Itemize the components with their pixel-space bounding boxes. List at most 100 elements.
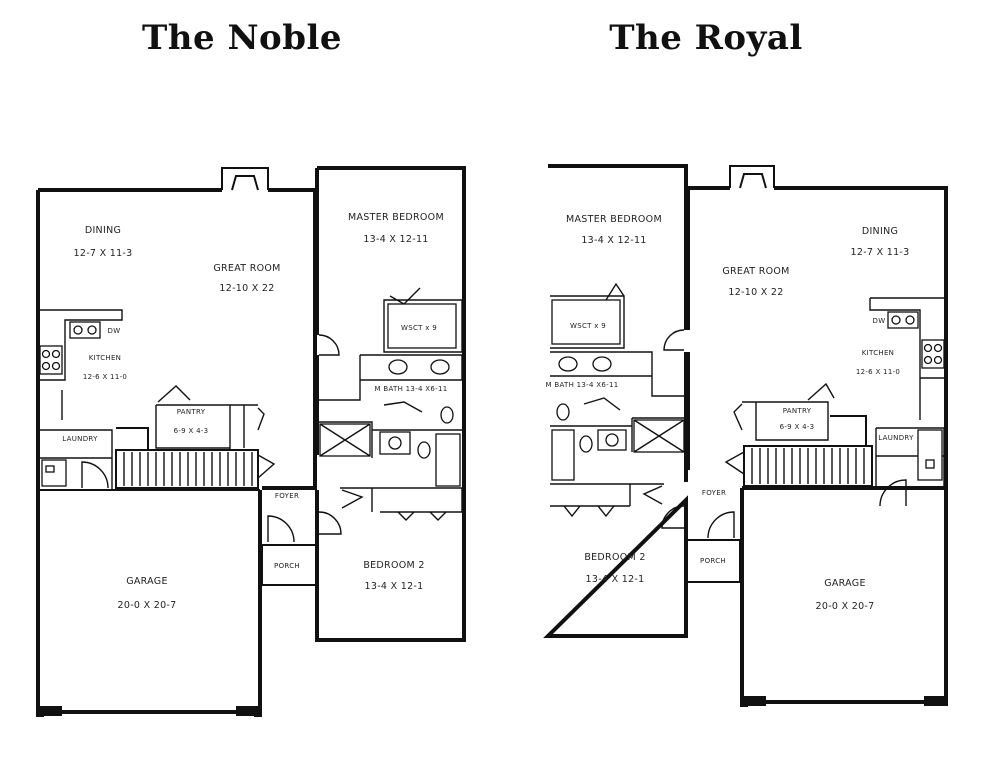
royal-closet-doors bbox=[563, 505, 615, 518]
royal-stairs bbox=[743, 415, 873, 487]
noble-pantry-label: PANTRY bbox=[177, 408, 206, 416]
noble-bedroom2-door bbox=[318, 511, 342, 535]
royal-sink-bowl-2 bbox=[905, 315, 915, 325]
noble-foyer-label: FOYER bbox=[275, 492, 299, 500]
noble-bedroom2-label: BEDROOM 2 bbox=[363, 560, 424, 571]
noble-stair-arrow bbox=[257, 454, 276, 479]
royal-stair-treads bbox=[751, 448, 865, 484]
noble-pantry-door-2 bbox=[257, 407, 265, 431]
royal-garage-label: GARAGE bbox=[824, 578, 866, 589]
royal-hall-arrow bbox=[642, 485, 663, 505]
noble-bath-walls bbox=[319, 401, 462, 458]
royal-kitchen-label: KITCHEN bbox=[862, 349, 894, 357]
noble-bedroom2-size: 13-4 X 12-1 bbox=[365, 581, 424, 592]
noble-hall-closet bbox=[340, 487, 463, 513]
royal-dining-label: DINING bbox=[862, 226, 898, 237]
royal-pantry-size: 6-9 X 4-3 bbox=[780, 423, 815, 431]
noble-closet-interior bbox=[387, 303, 457, 349]
royal-garage-wall bbox=[740, 486, 948, 707]
royal-porch-label: PORCH bbox=[700, 557, 726, 565]
royal-bedroom2-label: BEDROOM 2 bbox=[584, 552, 645, 563]
royal-dining-size: 12-7 X 11-3 bbox=[851, 247, 910, 258]
noble-garage-size: 20-0 X 20-7 bbox=[118, 600, 177, 611]
royal-washer bbox=[917, 429, 943, 481]
royal-washer-tub bbox=[925, 459, 935, 469]
royal-pantry-label: PANTRY bbox=[783, 407, 812, 415]
noble-laundry-label: LAUNDRY bbox=[62, 435, 98, 443]
noble-burner-4 bbox=[51, 361, 61, 371]
floor-plan-noble: DINING 12-7 X 11-3 GREAT ROOM 12-10 X 22… bbox=[36, 166, 466, 717]
noble-hall-toilet bbox=[417, 441, 431, 459]
noble-bathtub bbox=[435, 433, 461, 487]
royal-toilet bbox=[556, 403, 570, 421]
noble-dining-size: 12-7 X 11-3 bbox=[74, 248, 133, 259]
royal-hall-sink bbox=[605, 433, 619, 447]
noble-hall-sink bbox=[388, 436, 402, 450]
noble-master-door bbox=[318, 334, 340, 356]
royal-burner-1 bbox=[923, 343, 933, 353]
royal-hall-toilet bbox=[579, 435, 593, 453]
royal-burner-4 bbox=[933, 355, 943, 365]
royal-fireplace bbox=[729, 165, 775, 189]
noble-greatroom-label: GREAT ROOM bbox=[213, 263, 280, 274]
noble-garage-post-left bbox=[38, 706, 62, 716]
royal-bath-walls bbox=[550, 397, 684, 452]
noble-kitchen-size: 12-6 X 11-0 bbox=[83, 373, 127, 381]
royal-burner-3 bbox=[923, 355, 933, 365]
noble-range bbox=[39, 345, 63, 375]
royal-pantry-wall bbox=[742, 401, 829, 441]
noble-porch bbox=[261, 544, 317, 586]
noble-pantry-wall bbox=[155, 404, 258, 450]
royal-mbath-label: M BATH 13-4 X6-11 bbox=[546, 381, 619, 389]
noble-shower-x bbox=[319, 423, 371, 457]
noble-pantry-size: 6-9 X 4-3 bbox=[174, 427, 209, 435]
royal-front-door bbox=[707, 511, 735, 539]
noble-master-label: MASTER BEDROOM bbox=[348, 212, 444, 223]
noble-kitchen-label: KITCHEN bbox=[89, 354, 121, 362]
noble-mbath-label: M BATH 13-4 X6-11 bbox=[375, 385, 448, 393]
noble-washer bbox=[41, 459, 67, 487]
royal-burner-2 bbox=[933, 343, 943, 353]
noble-pantry-door bbox=[157, 385, 191, 403]
royal-porch bbox=[686, 539, 741, 583]
noble-burner-2 bbox=[51, 349, 61, 359]
noble-burner-1 bbox=[41, 349, 51, 359]
royal-closet-interior bbox=[551, 299, 621, 345]
noble-vanity-sink-2 bbox=[430, 359, 450, 375]
noble-bedroom-wing-wall bbox=[315, 166, 466, 642]
royal-garage-post-right bbox=[924, 696, 948, 706]
noble-hall-arrow bbox=[341, 489, 364, 509]
noble-kitchen-counter bbox=[40, 309, 123, 420]
royal-dw-label: DW bbox=[873, 317, 886, 325]
noble-burner-3 bbox=[41, 361, 51, 371]
royal-greatroom-size: 12-10 X 22 bbox=[728, 287, 783, 298]
noble-exterior-wall bbox=[36, 188, 317, 490]
noble-toilet bbox=[440, 406, 454, 424]
royal-closet-label: WSCT x 9 bbox=[570, 322, 606, 330]
royal-kitchen-counter bbox=[869, 297, 944, 420]
royal-master-size: 13-4 X 12-11 bbox=[581, 235, 646, 246]
noble-garage-post-right bbox=[236, 706, 260, 716]
royal-garage-post-left bbox=[742, 696, 766, 706]
noble-laundry-wall bbox=[40, 429, 113, 490]
royal-laundry-door bbox=[879, 479, 907, 507]
royal-walkin-closet bbox=[550, 282, 625, 349]
royal-vanity-sink-1 bbox=[558, 356, 578, 372]
noble-vanity-sink-1 bbox=[388, 359, 408, 375]
royal-vanity-sink-2 bbox=[592, 356, 612, 372]
royal-foyer-label: FOYER bbox=[702, 489, 726, 497]
royal-master-label: MASTER BEDROOM bbox=[566, 214, 662, 225]
plan-title-royal: The Royal bbox=[609, 18, 803, 58]
noble-porch-label: PORCH bbox=[274, 562, 300, 570]
royal-bedroom2-door bbox=[661, 505, 685, 529]
floor-plan-royal: MASTER BEDROOM 13-4 X 12-11 WSCT x 9 M B… bbox=[543, 164, 948, 707]
royal-garage-size: 20-0 X 20-7 bbox=[816, 601, 875, 612]
royal-range bbox=[921, 339, 945, 369]
royal-exterior-wall bbox=[686, 186, 948, 488]
noble-sink-bowl-1 bbox=[73, 325, 83, 335]
royal-bathtub bbox=[551, 429, 575, 481]
royal-master-door bbox=[663, 329, 685, 351]
royal-bath-vanity bbox=[550, 351, 686, 397]
noble-fireplace bbox=[221, 167, 269, 191]
